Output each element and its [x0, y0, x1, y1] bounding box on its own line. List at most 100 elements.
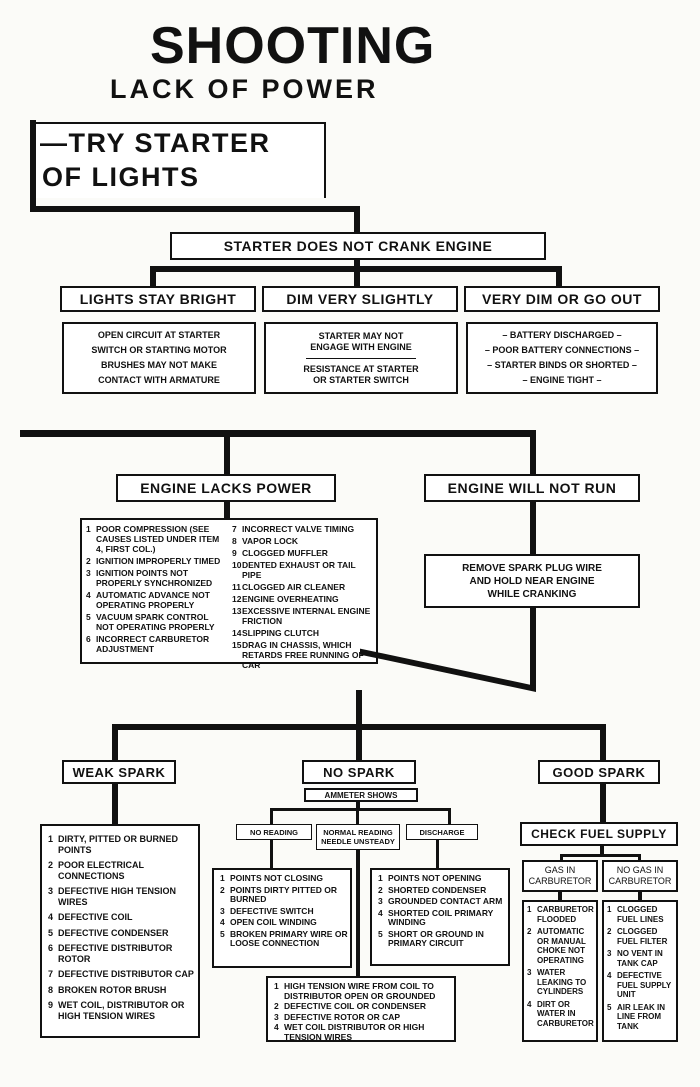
connector — [30, 206, 360, 212]
connector — [560, 854, 640, 857]
connector — [530, 430, 536, 476]
try-starter-box: —TRY STARTER OF LIGHTS — [32, 122, 326, 198]
no-spark-box: NO SPARK — [302, 760, 416, 784]
dim-very-slightly-box: DIM VERY SLIGHTLY — [262, 286, 458, 312]
cause-line: – ENGINE TIGHT – — [522, 375, 602, 385]
list-item: 13EXCESSIVE INTERNAL ENGINE FRICTION — [232, 606, 371, 626]
connector — [356, 808, 359, 826]
very-dim-or-go-out-box: VERY DIM OR GO OUT — [464, 286, 660, 312]
connector — [112, 784, 118, 826]
cause-line: BRUSHES MAY NOT MAKE — [100, 360, 217, 370]
connector — [558, 892, 562, 902]
check-fuel-supply-box: CHECK FUEL SUPPLY — [520, 822, 678, 846]
connector — [354, 260, 360, 270]
cause-line: – POOR BATTERY CONNECTIONS – — [484, 345, 640, 355]
connector — [150, 266, 156, 288]
starter-does-not-crank-box: STARTER DOES NOT CRANK ENGINE — [170, 232, 546, 260]
cause-line: SWITCH OR STARTING MOTOR — [91, 345, 227, 355]
cause-line: – BATTERY DISCHARGED – — [502, 330, 622, 340]
list-item: 14SLIPPING CLUTCH — [232, 628, 319, 638]
spark-test-box: REMOVE SPARK PLUG WIRE AND HOLD NEAR ENG… — [424, 554, 640, 608]
try-starter-line2: OF LIGHTS — [42, 162, 200, 192]
connector — [600, 724, 606, 762]
discharge-box: DISCHARGE — [406, 824, 478, 840]
connector — [270, 840, 273, 870]
connector — [354, 206, 360, 234]
connector — [354, 266, 360, 288]
very-dim-causes: – BATTERY DISCHARGED – – POOR BATTERY CO… — [466, 322, 658, 394]
connector — [356, 802, 360, 810]
connector — [436, 840, 439, 870]
connector — [530, 608, 536, 686]
connector — [356, 850, 360, 978]
weak-spark-box: WEAK SPARK — [62, 760, 176, 784]
connector — [224, 502, 230, 520]
connector — [560, 854, 563, 862]
no-gas-in-carburetor-box: NO GAS IN CARBURETOR — [602, 860, 678, 892]
connector — [600, 846, 604, 856]
connector — [20, 430, 536, 437]
good-spark-box: GOOD SPARK — [538, 760, 660, 784]
connector — [638, 854, 641, 862]
connector — [270, 808, 450, 811]
lights-stay-bright-box: LIGHTS STAY BRIGHT — [60, 286, 256, 312]
list-item: 10DENTED EXHAUST OR TAIL PIPE — [232, 560, 356, 580]
connector — [112, 724, 118, 762]
connector — [530, 502, 536, 556]
dim-very-slightly-causes: STARTER MAY NOT ENGAGE WITH ENGINE RESIS… — [264, 322, 458, 394]
cause-line: OPEN CIRCUIT AT STARTER — [97, 330, 221, 340]
connector — [556, 266, 562, 288]
cause-line: CONTACT WITH ARMATURE — [98, 375, 220, 385]
cause-line: OR STARTER SWITCH — [313, 374, 409, 385]
page-title: SHOOTING — [150, 17, 436, 75]
ammeter-shows-box: AMMETER SHOWS — [304, 788, 418, 802]
connector — [638, 892, 642, 902]
cause-line: – STARTER BINDS OR SHORTED – — [487, 360, 637, 370]
engine-lacks-power-box: ENGINE LACKS POWER — [116, 474, 336, 502]
connector — [356, 690, 362, 726]
test-line: REMOVE SPARK PLUG WIRE — [462, 562, 602, 574]
